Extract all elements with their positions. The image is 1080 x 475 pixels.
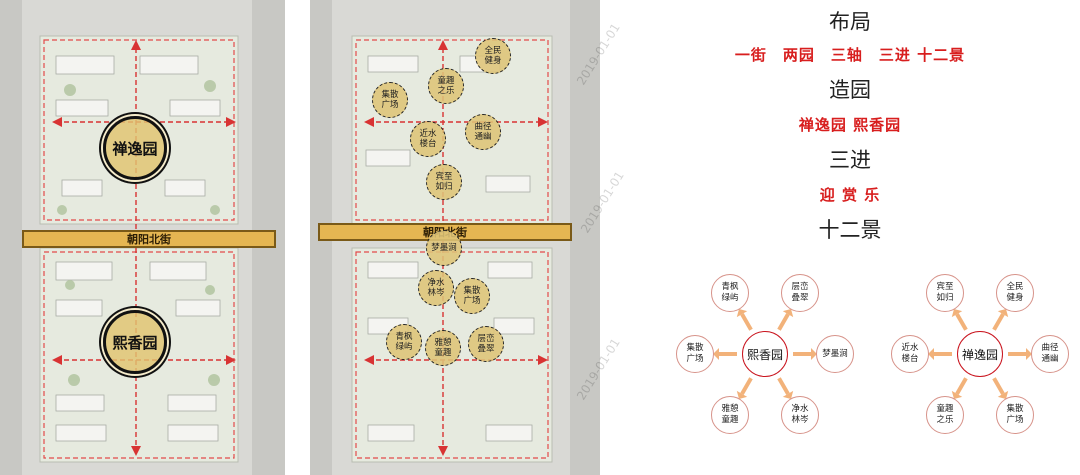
scene-node-n4: 近水楼台 — [410, 121, 446, 157]
street-label-left: 朝阳北街 — [127, 233, 171, 246]
cluster-arrow-head — [782, 308, 794, 318]
cluster-1-node-3: 集散广场 — [996, 395, 1034, 434]
scene-node-n11: 雅憩童趣 — [425, 330, 461, 366]
cluster-node-label: 青枫绿屿 — [721, 282, 739, 304]
cluster-1-node-2: 曲径通幽 — [1031, 335, 1069, 373]
cluster-node-label: 净水林岑 — [791, 403, 809, 425]
scene-node-n1: 全民健身 — [475, 38, 511, 74]
cluster-center-0: 熙香园 — [742, 331, 788, 377]
concept-text-panel: 布局 一街 两园 三轴 三进 十二景 造园 禅逸园 熙香园 三进 迎 赏 乐 十… — [620, 0, 1080, 475]
scene-node-label: 集散广场 — [381, 90, 399, 110]
cluster-0-node-1: 层峦叠翠 — [781, 274, 819, 313]
cluster-arrow-shaft — [740, 313, 753, 331]
scene-node-label: 雅憩童趣 — [434, 338, 452, 358]
cluster-arrow-shaft — [955, 313, 968, 331]
cluster-node-label: 梦墨涧 — [822, 348, 848, 359]
cluster-arrow-head — [928, 348, 934, 360]
scene-node-label: 全民健身 — [484, 46, 502, 66]
scene-node-n8: 净水林岑 — [418, 270, 454, 306]
cluster-node-label: 集散广场 — [1006, 403, 1024, 425]
cluster-1-node-1: 全民健身 — [996, 274, 1034, 313]
layout-subtitle: 一街 两园 三轴 三进 十二景 — [734, 46, 966, 64]
cluster-1-node-5: 近水楼台 — [891, 335, 929, 373]
scene-node-label: 梦墨涧 — [431, 243, 457, 253]
cluster-1-node-4: 童趣之乐 — [926, 395, 964, 434]
south-garden-circle: 熙香园 — [103, 310, 167, 374]
cluster-arrow-shaft — [777, 313, 790, 331]
layout-title: 布局 — [829, 10, 871, 34]
street-bar-left: 朝阳北街 — [22, 230, 276, 248]
cluster-arrows — [713, 308, 1032, 400]
cluster-arrow-shaft — [740, 377, 753, 395]
scene-node-n9: 集散广场 — [454, 278, 490, 314]
cluster-arrow-head — [951, 390, 963, 400]
south-garden-label: 熙香园 — [112, 333, 158, 352]
left-site-plan: 禅逸园 熙香园 朝阳北街 — [0, 0, 285, 475]
cluster-arrow-head — [713, 348, 719, 360]
cluster-arrow-shaft — [992, 313, 1005, 331]
garden-title: 造园 — [829, 78, 871, 102]
cluster-node-label: 曲径通幽 — [1041, 343, 1059, 364]
scene-node-n7: 梦墨涧 — [426, 230, 462, 266]
cluster-node-label: 集散广场 — [686, 343, 704, 364]
scene-node-label: 童趣之乐 — [437, 76, 455, 96]
north-garden-label: 禅逸园 — [112, 139, 158, 158]
cluster-0-node-3: 净水林岑 — [781, 395, 819, 434]
scene-node-label: 近水楼台 — [419, 129, 437, 149]
cluster-arrow-shaft — [955, 377, 968, 395]
cluster-0-node-4: 雅憩童趣 — [711, 395, 749, 434]
cluster-arrow-head — [997, 308, 1009, 318]
scenes-title: 十二景 — [818, 218, 882, 242]
cluster-node-label: 童趣之乐 — [936, 403, 954, 425]
cluster-node-label: 宾至如归 — [936, 282, 954, 304]
scene-node-label: 青枫绿屿 — [395, 332, 413, 352]
scene-node-label: 层峦叠翠 — [477, 334, 495, 354]
cluster-center-1: 禅逸园 — [957, 331, 1003, 377]
cluster-node-label: 近水楼台 — [901, 343, 919, 364]
cluster-arrow-head — [811, 348, 817, 360]
cluster-node-label: 雅憩童趣 — [721, 403, 739, 425]
cluster-arrow-head — [951, 308, 963, 318]
cluster-node-label: 全民健身 — [1006, 282, 1024, 304]
cluster-arrow-shaft — [992, 377, 1005, 395]
scene-node-label: 曲径通幽 — [474, 122, 492, 142]
scene-node-n5: 曲径通幽 — [465, 114, 501, 150]
cluster-arrow-head — [736, 390, 748, 400]
scene-node-label: 集散广场 — [463, 286, 481, 306]
progress-subtitle: 迎 赏 乐 — [819, 186, 881, 204]
cluster-node-label: 层峦叠翠 — [791, 282, 809, 304]
scene-node-n10: 青枫绿屿 — [386, 324, 422, 360]
cluster-0-node-0: 青枫绿屿 — [711, 274, 749, 313]
cluster-arrow-head — [1026, 348, 1032, 360]
cluster-arrow-shaft — [777, 377, 790, 395]
scene-node-n12: 层峦叠翠 — [468, 326, 504, 362]
cluster-arrow-head — [736, 308, 748, 318]
scene-node-n2: 童趣之乐 — [428, 68, 464, 104]
cluster-0-node-2: 梦墨涧 — [816, 335, 854, 373]
cluster-0-node-5: 集散广场 — [676, 335, 714, 373]
scene-node-n3: 集散广场 — [372, 82, 408, 118]
scene-node-label: 宾至如归 — [435, 172, 453, 192]
garden-subtitle: 禅逸园 熙香园 — [798, 116, 902, 134]
scene-node-label: 净水林岑 — [427, 278, 445, 298]
cluster-1-node-0: 宾至如归 — [926, 274, 964, 313]
north-garden-circle: 禅逸园 — [103, 116, 167, 180]
progress-title: 三进 — [829, 148, 871, 172]
middle-site-plan: 朝阳北街 全民健身童趣之乐集散广场近水楼台曲径通幽宾至如归梦墨涧净水林岑集散广场… — [310, 0, 600, 475]
scene-node-n6: 宾至如归 — [426, 164, 462, 200]
